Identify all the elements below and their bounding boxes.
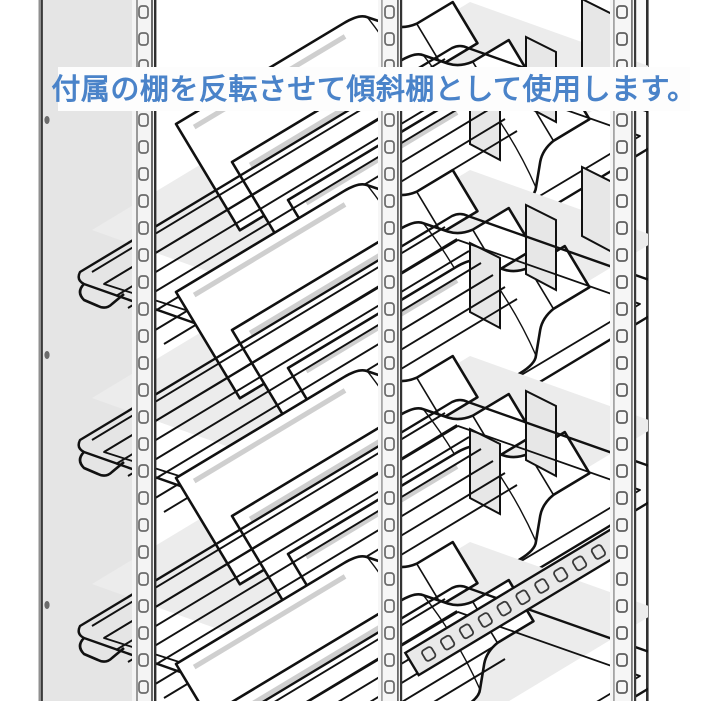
right-margin — [649, 0, 720, 720]
panel-screw-dot — [44, 601, 50, 609]
caption-text: 付属の棚を反転させて傾斜棚として使用します。 — [51, 71, 697, 106]
panel-screw-dot — [44, 351, 50, 359]
shelf-stack — [77, 0, 648, 701]
left-margin — [0, 0, 38, 720]
cabinet-left-edge — [40, 0, 43, 701]
bottom-margin — [0, 701, 720, 720]
cabinet-right-edge — [646, 0, 649, 701]
panel-screw-dot — [44, 116, 50, 124]
vertical-rail-right — [610, 0, 637, 701]
caption-band: 付属の棚を反転させて傾斜棚として使用します。 — [51, 67, 696, 111]
vertical-rail-left — [132, 0, 157, 701]
